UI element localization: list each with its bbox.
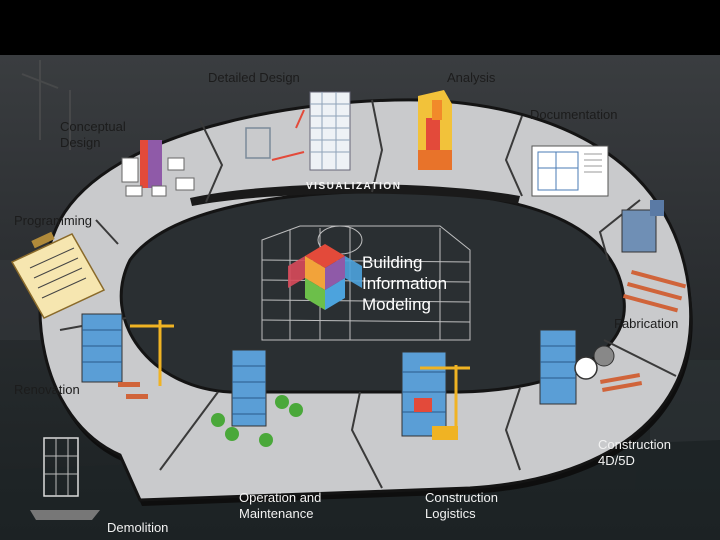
demolition-illustration <box>30 437 100 520</box>
programming-illustration <box>10 231 106 319</box>
stage-detailed-design: Detailed Design <box>208 70 300 85</box>
stage-construction-logistics: Construction Logistics <box>425 490 498 521</box>
documentation-illustration <box>531 145 609 197</box>
operation-maintenance-illustration <box>211 349 303 447</box>
ring-inner-hole <box>119 189 626 394</box>
visualization-label: VISUALIZATION <box>306 181 402 192</box>
stage-construction-4d5d: Construction 4D/5D <box>598 437 671 468</box>
analysis-illustration <box>418 90 452 170</box>
stage-demolition: Demolition <box>107 520 169 535</box>
top-black-bar <box>0 0 720 55</box>
stage-conceptual-design: Conceptual Design <box>60 119 126 150</box>
stage-programming: Programming <box>14 213 93 228</box>
construction-logistics-illustration <box>401 351 470 440</box>
stage-analysis: Analysis <box>447 70 496 85</box>
stage-operation-maintenance: Operation and Maintenance <box>239 490 322 521</box>
stage-documentation: Documentation <box>530 107 618 122</box>
conceptual-design-illustration <box>121 140 195 197</box>
renovation-illustration <box>81 313 174 399</box>
visualization-band <box>190 184 520 206</box>
fabrication-illustration <box>621 200 687 313</box>
construction-4d5d-illustration <box>539 329 643 405</box>
stage-renovation: Renovation <box>14 382 80 397</box>
bim-title: Building Information Modeling <box>362 253 448 314</box>
stage-fabrication: Fabrication <box>614 316 679 331</box>
detailed-design-illustration <box>245 91 351 171</box>
bim-cube-logo <box>288 244 362 310</box>
